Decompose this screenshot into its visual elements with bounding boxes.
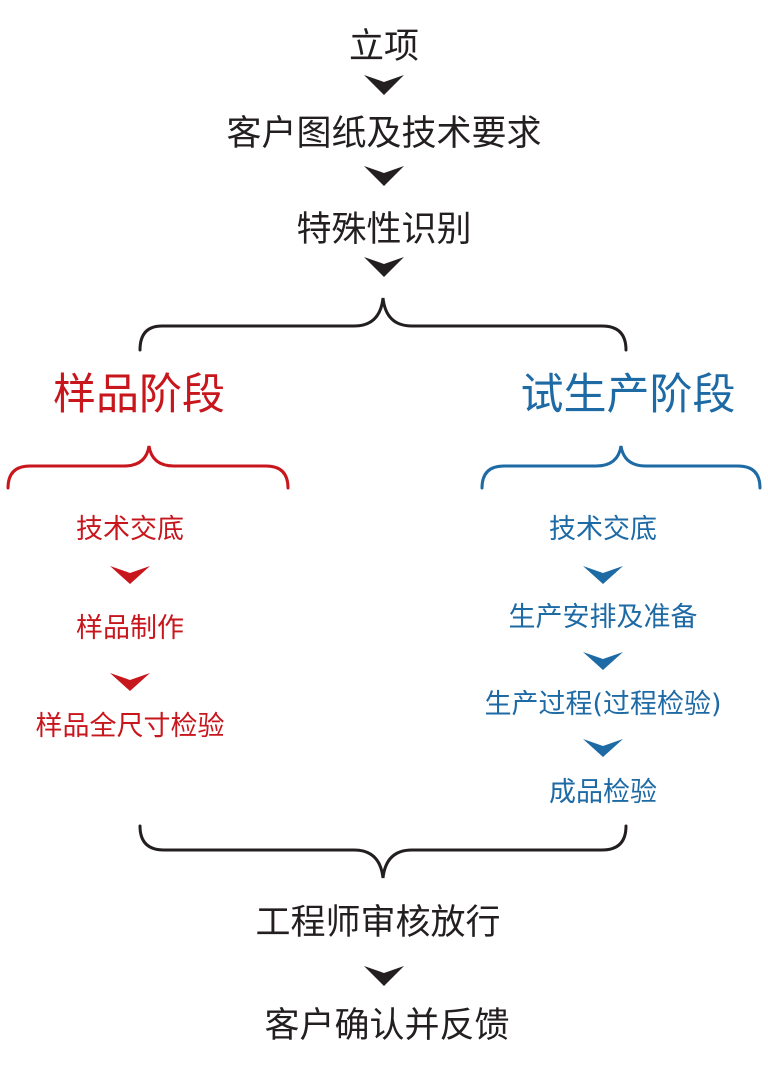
- trial-step-technical-briefing: 技术交底: [549, 514, 657, 545]
- step-special-characteristics: 特殊性识别: [296, 210, 472, 250]
- arrow-down-icon: [583, 652, 623, 670]
- arrow-down-icon: [110, 566, 150, 584]
- sample-stage-brace: [6, 445, 290, 490]
- split-brace: [138, 297, 628, 352]
- sample-step-full-dimension-inspection: 样品全尺寸检验: [35, 711, 225, 742]
- arrow-down-icon: [364, 75, 404, 95]
- trial-step-final-inspection: 成品检验: [549, 777, 657, 808]
- arrow-down-icon: [583, 739, 623, 757]
- step-customer-confirmation: 客户确认并反馈: [264, 1006, 510, 1046]
- sample-stage-title: 样品阶段: [53, 370, 225, 420]
- arrow-down-icon: [364, 166, 404, 186]
- step-project-initiation: 立项: [348, 27, 420, 67]
- trial-stage-title: 试生产阶段: [520, 370, 736, 420]
- arrow-down-icon: [583, 566, 623, 584]
- trial-step-production-process: 生产过程(过程检验): [484, 689, 722, 720]
- merge-brace: [138, 824, 628, 879]
- step-customer-drawings: 客户图纸及技术要求: [226, 114, 542, 154]
- arrow-down-icon: [364, 257, 404, 277]
- arrow-down-icon: [110, 673, 150, 691]
- step-engineer-review-release: 工程师审核放行: [255, 903, 501, 943]
- trial-step-production-preparation: 生产安排及准备: [508, 602, 698, 633]
- sample-step-technical-briefing: 技术交底: [76, 514, 184, 545]
- arrow-down-icon: [364, 966, 404, 986]
- sample-step-sample-making: 样品制作: [76, 613, 184, 644]
- trial-stage-brace: [480, 445, 762, 490]
